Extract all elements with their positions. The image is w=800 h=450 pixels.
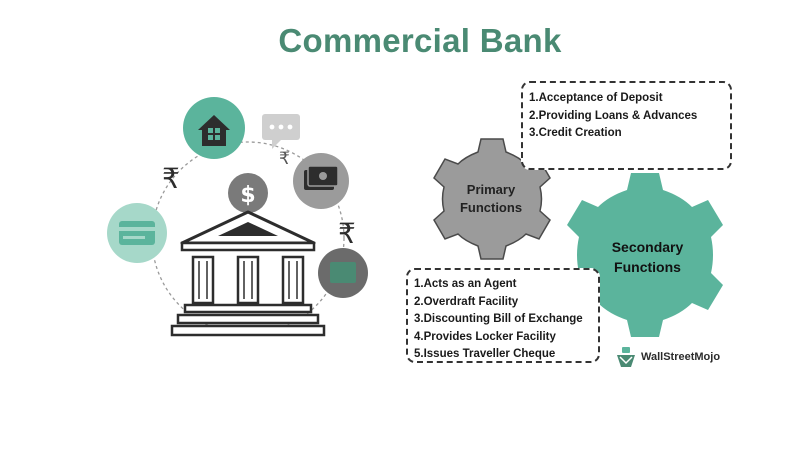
svg-text:$: $ — [240, 183, 255, 208]
gear-icon — [567, 173, 723, 337]
bank-building-icon — [170, 210, 326, 337]
list-item: 1.Acts as an Agent — [414, 278, 517, 290]
primary-functions-label: Primary Functions — [459, 182, 523, 215]
list-item: 3.Discounting Bill of Exchange — [414, 313, 583, 325]
list-item: 2.Providing Loans & Advances — [529, 109, 698, 122]
chat-icon — [262, 114, 300, 149]
secondary-functions-label: Secondary Functions — [611, 239, 684, 275]
list-item: 4.Provides Locker Facility — [414, 330, 556, 343]
list-item: 5.Issues Traveller Cheque — [414, 348, 556, 360]
credit-card-icon — [107, 203, 167, 263]
rupee-icon: ₹ — [338, 217, 356, 250]
page-title: Commercial Bank — [278, 22, 562, 59]
wallstreetmojo-logo-icon — [617, 347, 635, 367]
wallet-icon — [318, 248, 368, 298]
rupee-icon: ₹ — [162, 162, 180, 195]
brand-name: WallStreetMojo — [641, 351, 721, 363]
house-icon — [183, 97, 245, 159]
banknote-icon — [293, 153, 349, 209]
rupee-icon: ₹ — [279, 149, 290, 169]
secondary-functions-list: 1.Acts as an Agent 2.Overdraft Facility … — [406, 268, 600, 363]
primary-functions-list: 1.Acceptance of Deposit 2.Providing Loan… — [521, 81, 732, 170]
dollar-coin-icon: $ — [228, 173, 268, 213]
list-item: 3.Credit Creation — [529, 127, 622, 139]
list-item: 1.Acceptance of Deposit — [529, 92, 663, 104]
list-item: 2.Overdraft Facility — [414, 295, 519, 308]
brand-logo: WallStreetMojo — [615, 347, 720, 367]
